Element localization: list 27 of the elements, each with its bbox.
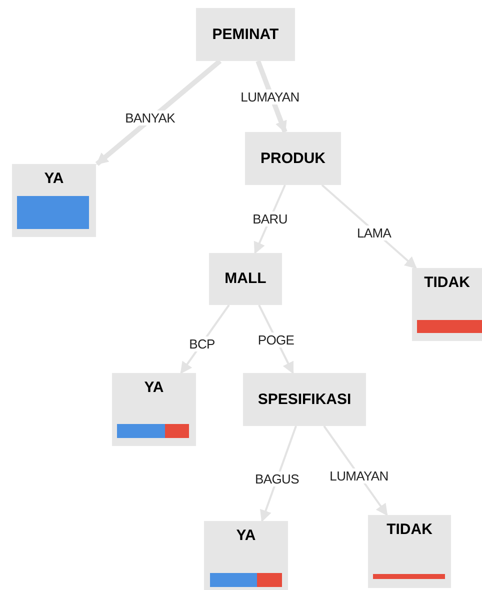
- edge-label: POGE: [256, 332, 296, 348]
- edge-label: BAGUS: [254, 472, 300, 486]
- node-label: MALL: [224, 270, 266, 288]
- arrow: [95, 59, 222, 166]
- edge-label: BCP: [188, 336, 216, 352]
- edge-label: BANYAK: [124, 110, 176, 126]
- decision-node: [243, 373, 366, 426]
- node-label: PEMINAT: [212, 26, 279, 44]
- decision-node: [245, 132, 341, 185]
- edge-label: LAMA: [356, 226, 392, 240]
- edge-label: LUMAYAN: [328, 468, 390, 484]
- leaf-node: [368, 515, 451, 588]
- node-label: YA: [236, 527, 256, 545]
- leaf-node: [412, 268, 482, 341]
- leaf-node: [204, 521, 288, 590]
- edge-label: LUMAYAN: [240, 90, 300, 104]
- node-label: SPESIFIKASI: [258, 390, 352, 408]
- node-label: TIDAK: [424, 274, 470, 292]
- edge-label: BARU: [252, 212, 288, 226]
- node-label: YA: [144, 379, 164, 397]
- node-label: PRODUK: [260, 150, 326, 168]
- decision-node: [209, 253, 282, 305]
- decision-node: [196, 8, 295, 61]
- leaf-node: [112, 373, 196, 446]
- node-label: TIDAK: [386, 521, 432, 539]
- node-label: YA: [44, 170, 64, 188]
- leaf-node: [12, 164, 96, 237]
